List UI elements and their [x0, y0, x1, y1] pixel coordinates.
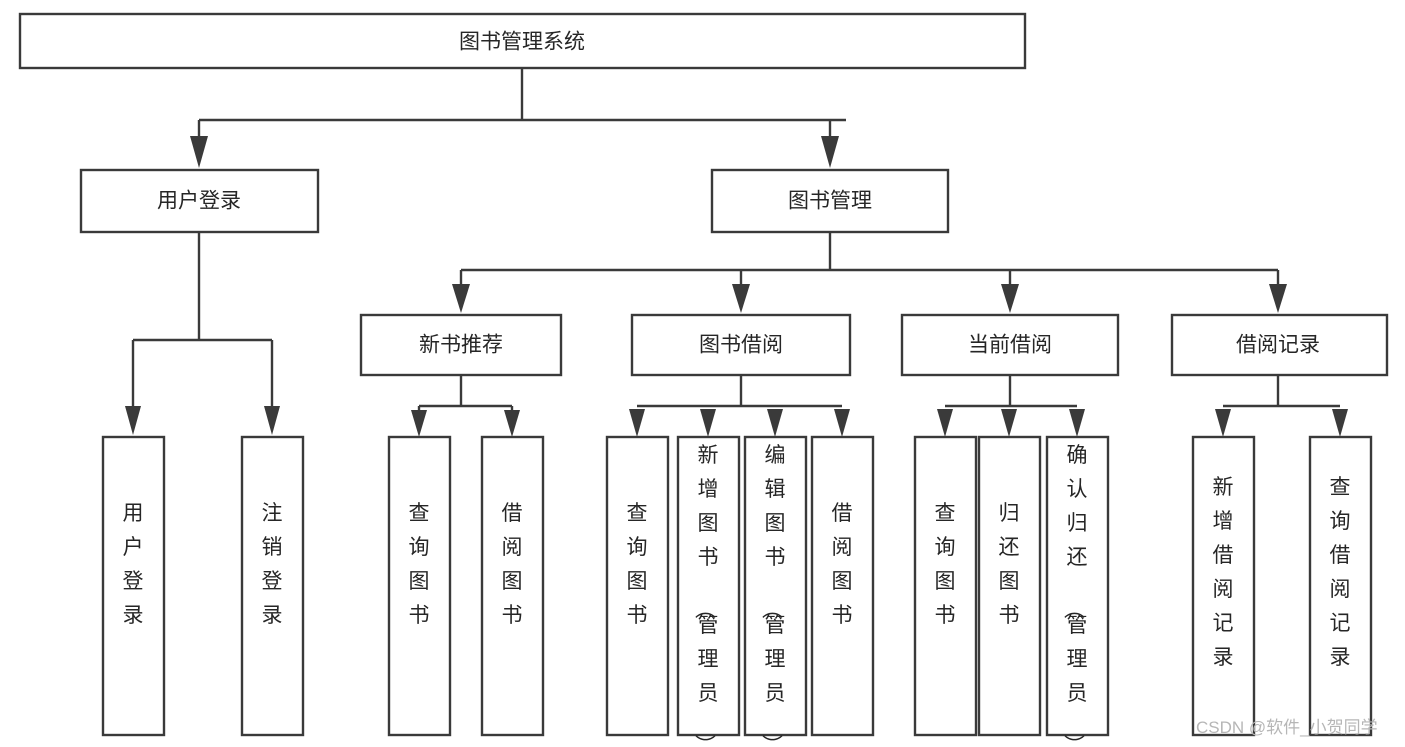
node-current-borrow[interactable]: 当前借阅 [900, 313, 1120, 377]
arrow-br-leaf-2 [1332, 409, 1348, 437]
edge-group-current-borrow [937, 375, 1085, 437]
node-leaf-query-book-2[interactable]: 查询图书 [605, 435, 670, 737]
arrow-cb-leaf-2 [1001, 409, 1017, 437]
node-leaf-edit-book[interactable]: 编辑图书（管理员） [743, 435, 808, 747]
node-leaf-add-book-box[interactable] [676, 435, 741, 737]
node-leaf-confirm-return[interactable]: 确认归还（管理员） [1045, 435, 1110, 747]
node-user-login-label: 用户登录 [157, 190, 241, 213]
node-leaf-borrow-book-1[interactable]: 借阅图书 [480, 435, 545, 737]
node-leaf-user-login-box[interactable] [101, 435, 166, 737]
arrow-bb-leaf-1 [629, 409, 645, 437]
node-book-management-box[interactable] [710, 168, 950, 234]
edge-group-borrow-record [1215, 375, 1348, 437]
node-book-management[interactable]: 图书管理 [710, 168, 950, 234]
node-borrow-record-label: 借阅记录 [1236, 334, 1320, 357]
node-leaf-return-book-box[interactable] [977, 435, 1042, 737]
node-new-book-recommend-box[interactable] [359, 313, 563, 377]
arrow-bm-to-current-borrow [1001, 284, 1019, 313]
node-leaf-logout-login-label: 注销登录 [262, 502, 283, 627]
node-leaf-edit-book-box[interactable] [743, 435, 808, 737]
node-borrow-record-box[interactable] [1170, 313, 1389, 377]
node-leaf-query-record[interactable]: 查询借阅记录 [1308, 435, 1373, 737]
node-leaf-query-book-1-label: 查询图书 [409, 502, 430, 627]
node-borrow-record[interactable]: 借阅记录 [1170, 313, 1389, 377]
node-new-book-recommend-label: 新书推荐 [419, 334, 503, 357]
node-leaf-confirm-return-box[interactable] [1045, 435, 1110, 737]
node-leaf-return-book-label: 归还图书 [999, 502, 1020, 627]
node-leaf-confirm-return-label: 确认归还（管理员） [1062, 444, 1088, 747]
node-leaf-query-book-1[interactable]: 查询图书 [387, 435, 452, 737]
node-leaf-query-record-box[interactable] [1308, 435, 1373, 737]
node-leaf-logout-login[interactable]: 注销登录 [240, 435, 305, 737]
node-leaf-add-book-label: 新增图书（管理员） [693, 444, 719, 747]
arrow-ul-leaf-2 [264, 406, 280, 435]
node-book-borrow[interactable]: 图书借阅 [630, 313, 852, 377]
arrow-root-to-book-management [821, 136, 839, 168]
node-leaf-logout-login-box[interactable] [240, 435, 305, 737]
node-leaf-borrow-book-2[interactable]: 借阅图书 [810, 435, 875, 737]
arrow-bb-leaf-2 [700, 409, 716, 437]
node-leaf-borrow-book-1-box[interactable] [480, 435, 545, 737]
node-leaf-edit-book-label: 编辑图书（管理员） [760, 444, 786, 747]
watermark-label: CSDN @软件_小贺同学 [1196, 718, 1378, 737]
node-leaf-add-record-label: 新增借阅记录 [1213, 476, 1234, 669]
node-new-book-recommend[interactable]: 新书推荐 [359, 313, 563, 377]
node-leaf-query-book-3[interactable]: 查询图书 [913, 435, 978, 737]
arrow-br-leaf-1 [1215, 409, 1231, 437]
node-leaf-add-record-box[interactable] [1191, 435, 1256, 737]
arrow-bm-to-book-borrow [732, 284, 750, 313]
arrow-nbr-leaf-1 [411, 410, 427, 437]
arrow-cb-leaf-1 [937, 409, 953, 437]
node-leaf-borrow-book-2-label: 借阅图书 [832, 502, 853, 627]
node-leaf-query-book-3-box[interactable] [913, 435, 978, 737]
node-leaf-user-login[interactable]: 用户登录 [101, 435, 166, 737]
node-leaf-user-login-label: 用户登录 [123, 502, 144, 627]
node-book-borrow-box[interactable] [630, 313, 852, 377]
arrow-ul-leaf-1 [125, 406, 141, 435]
node-leaf-borrow-book-2-box[interactable] [810, 435, 875, 737]
node-root-label: 图书管理系统 [459, 31, 585, 54]
node-root[interactable]: 图书管理系统 [18, 12, 1027, 70]
node-root-box[interactable] [18, 12, 1027, 70]
edge-group-user-login [125, 232, 280, 435]
node-book-management-label: 图书管理 [788, 190, 872, 213]
node-leaf-query-record-label: 查询借阅记录 [1330, 476, 1351, 669]
edge-group-book-borrow [629, 375, 850, 437]
node-leaf-return-book[interactable]: 归还图书 [977, 435, 1042, 737]
node-user-login-box[interactable] [79, 168, 320, 234]
edge-group-book-management [452, 232, 1287, 313]
node-current-borrow-box[interactable] [900, 313, 1120, 377]
arrow-nbr-leaf-2 [504, 410, 520, 437]
edge-group-new-book-recommend [411, 375, 520, 437]
node-leaf-query-book-2-box[interactable] [605, 435, 670, 737]
node-leaf-query-book-1-box[interactable] [387, 435, 452, 737]
node-leaf-add-book[interactable]: 新增图书（管理员） [676, 435, 741, 747]
node-user-login[interactable]: 用户登录 [79, 168, 320, 234]
node-leaf-query-book-3-label: 查询图书 [935, 502, 956, 627]
arrow-bb-leaf-3 [767, 409, 783, 437]
arrow-cb-leaf-3 [1069, 409, 1085, 437]
arrow-root-to-user-login [190, 136, 208, 168]
node-leaf-add-record[interactable]: 新增借阅记录 [1191, 435, 1256, 737]
edge-group-root [190, 68, 846, 168]
arrow-bm-to-new-book [452, 284, 470, 313]
node-leaf-borrow-book-1-label: 借阅图书 [502, 502, 523, 627]
node-leaf-query-book-2-label: 查询图书 [627, 502, 648, 627]
arrow-bm-to-borrow-record [1269, 284, 1287, 313]
node-book-borrow-label: 图书借阅 [699, 334, 783, 357]
node-current-borrow-label: 当前借阅 [968, 334, 1052, 357]
arrow-bb-leaf-4 [834, 409, 850, 437]
